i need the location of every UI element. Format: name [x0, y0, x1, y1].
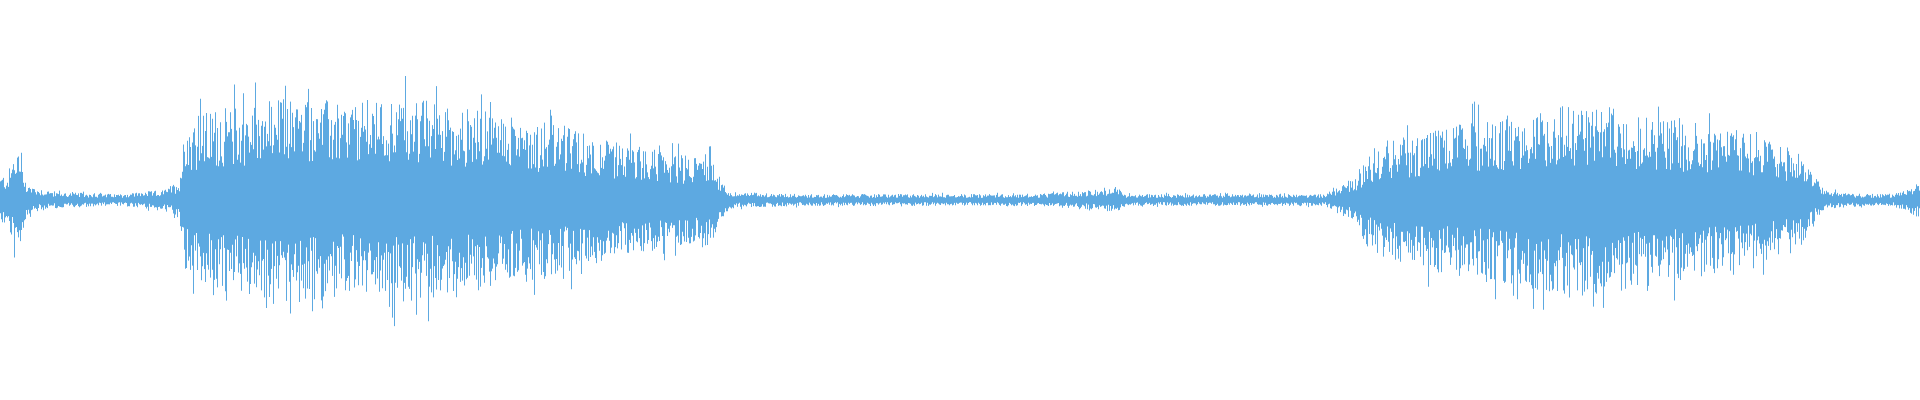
waveform-samples — [0, 76, 1920, 327]
